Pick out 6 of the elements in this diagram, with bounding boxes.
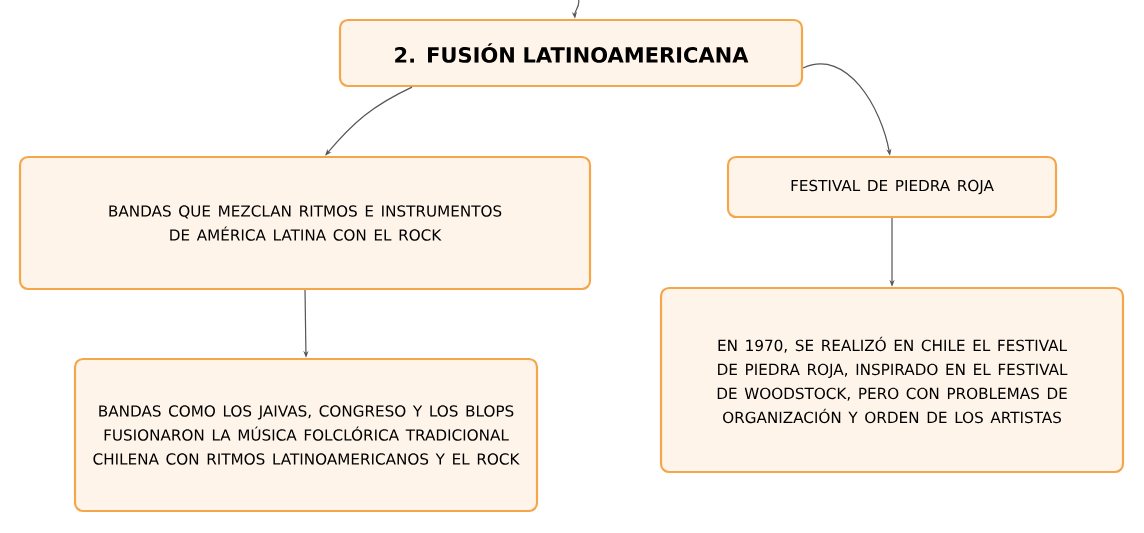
arrow	[325, 86, 413, 156]
text-box: EN 1970, SE REALIZÓ EN CHILE EL FESTIVAL DE PIEDRA ROJA, INSPIRADO EN EL FESTIVAL DE WOODSTOCK, PERO CON PROBLEMAS DE ORGANIZACIÓN Y ORDEN DE LOS ARTISTAS	[659, 286, 1125, 474]
text-box: BANDAS QUE MEZCLAN RITMOS E INSTRUMENTOS DE AMÉRICA LATINA CON EL ROCK	[18, 155, 592, 291]
text-box: FESTIVAL DE PIEDRA ROJA	[726, 155, 1058, 219]
text-box: BANDAS COMO LOS JAIVAS, CONGRESO Y LOS BLOPS FUSIONARON LA MÚSICA FOLCLÓRICA TRADICIONAL CHILENA CON RITMOS LATINOAMERICANOS Y EL ROCK	[73, 357, 539, 513]
title-box: 2. FUSIÓN LATINOAMERICANA	[338, 18, 804, 88]
